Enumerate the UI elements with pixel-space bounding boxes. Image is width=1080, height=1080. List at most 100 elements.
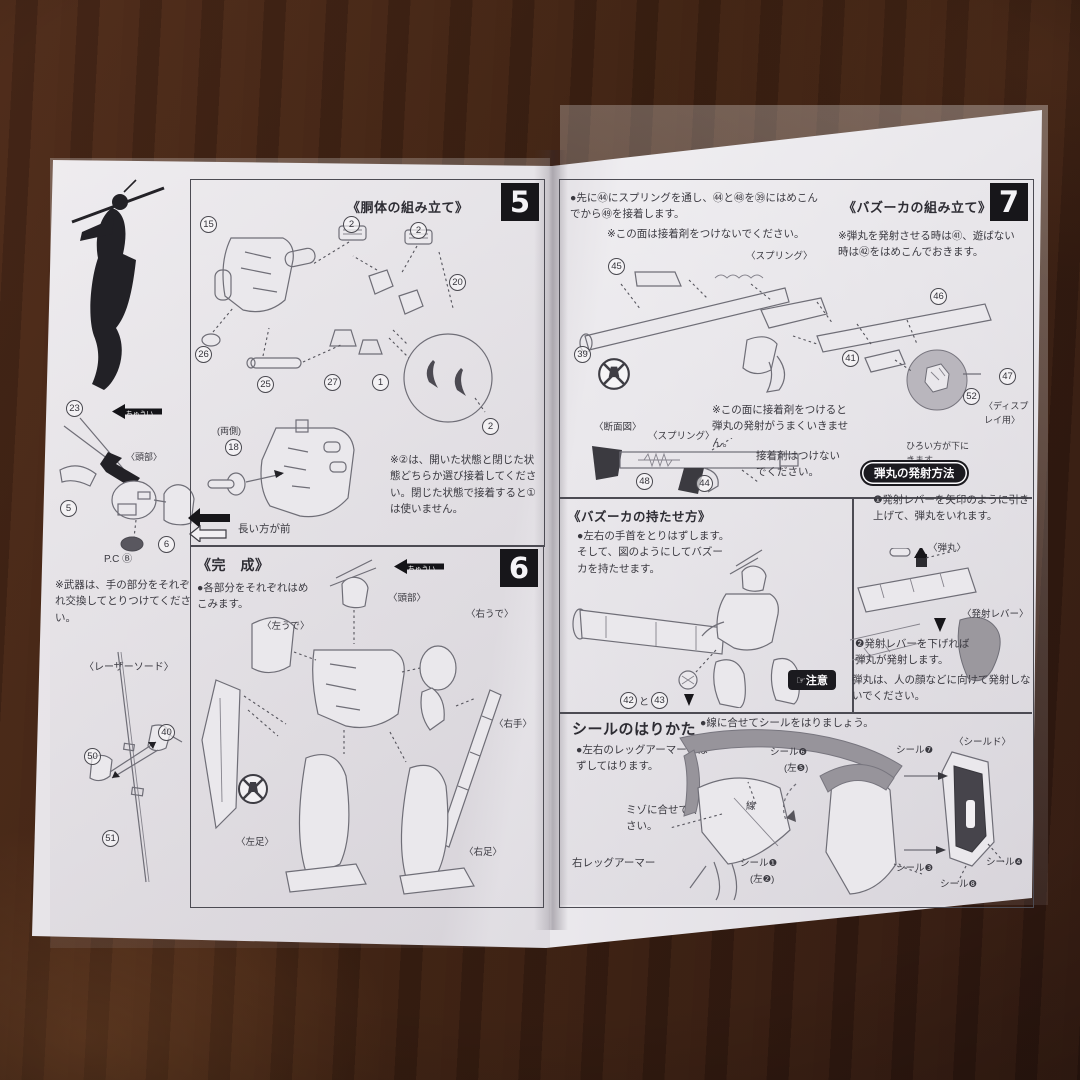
part-callout: 42 xyxy=(620,692,637,709)
cross-section-label: 〈断面図〉 xyxy=(594,422,642,433)
display-use-label: 〈ディスプレイ用〉 xyxy=(984,401,1029,425)
line-label: 線 xyxy=(746,801,756,812)
pc-part-label: P.C Ⓑ xyxy=(104,554,133,565)
part-callout: 50 xyxy=(84,748,101,765)
part-callout: 15 xyxy=(200,216,217,233)
direction-arrows-icon xyxy=(188,508,230,542)
part-callout: 43 xyxy=(651,692,668,709)
part-callout: 5 xyxy=(60,500,77,517)
part-callout: 18 xyxy=(225,439,242,456)
part-callout: 46 xyxy=(930,288,947,305)
head-label: 〈頭部〉 xyxy=(388,593,427,604)
part-callout: 47 xyxy=(999,368,1016,385)
section6-number-plate: 6 xyxy=(500,549,538,587)
section7-step: ●先に㊹にスプリングを通し、㊹と㊽を㊴にはめこんでから㊾を接着します。 xyxy=(570,192,818,221)
right-page-panel xyxy=(559,179,1034,908)
section6-title: 《完 成》 xyxy=(197,557,270,573)
part-callout: 25 xyxy=(257,376,274,393)
shield-label: 〈シールド〉 xyxy=(954,737,1012,748)
robot-holding-bazooka-illustration xyxy=(572,549,800,708)
caution-badge: ☞注意 xyxy=(788,670,836,690)
right-leg-label: 〈右足〉 xyxy=(464,847,503,858)
section5-number-plate: 5 xyxy=(501,183,539,221)
laser-sword-label: 〈レーザーソード〉 xyxy=(84,662,174,673)
glue-warning-note-2: 接着剤はつけないでください。 xyxy=(756,450,840,479)
right-hand-label: 〈右手〉 xyxy=(494,719,533,730)
seal6-label: シール❻ xyxy=(770,747,808,758)
firing-mechanism-illustration xyxy=(850,548,1001,682)
long-side-front-note: 長い方が前 xyxy=(238,523,291,535)
right-leg-armor-label: 右レッグアーマー xyxy=(572,857,656,869)
seal3-label: シール❸ xyxy=(896,863,934,874)
part-callout: 45 xyxy=(608,258,625,275)
sticker-placement-illustration xyxy=(669,729,1005,901)
completed-robot-exploded-illustration xyxy=(201,559,502,895)
wide-side-down-note: ひろい方が下にきます。 xyxy=(906,441,970,465)
section7-number-plate: 7 xyxy=(990,183,1028,221)
section6-instruction: ●各部分をそれぞれはめこみます。 xyxy=(197,582,309,611)
spring-label-2: 〈スプリング〉 xyxy=(648,431,715,442)
firing-step2: ❷発射レバーを下げれば弾丸が発射します。 xyxy=(855,638,970,667)
seal6-sub-label: (左❺) xyxy=(784,763,809,774)
part-callout: 40 xyxy=(158,724,175,741)
part-callout: 2 xyxy=(410,222,427,239)
part-callout: 2 xyxy=(343,216,360,233)
hand-parts-callout: 42 と 43 xyxy=(620,692,668,709)
section7-no-glue-note: ※この面は接着剤をつけないでください。 xyxy=(607,228,805,240)
part-callout: 20 xyxy=(449,274,466,291)
torso-lower-illustration xyxy=(207,419,355,518)
both-sides-label: (両側) xyxy=(217,426,241,436)
seal7-label: シール❼ xyxy=(896,745,934,756)
no-glue-icon xyxy=(238,774,268,804)
part-callout: 23 xyxy=(66,400,83,417)
part-callout: 44 xyxy=(696,475,713,492)
parts-connector: と xyxy=(639,697,649,708)
divider-line xyxy=(852,497,854,712)
stickers-title: シールのはりかた xyxy=(572,721,697,738)
bazooka-cross-section-illustration xyxy=(592,438,799,494)
section6-panel xyxy=(190,545,544,908)
robot-silhouette-illustration xyxy=(71,179,165,390)
seal1-label: シール❶ xyxy=(740,858,778,869)
part-callout: 39 xyxy=(574,346,591,363)
bullet-label: 〈弾丸〉 xyxy=(928,543,967,554)
section5-panel xyxy=(190,179,545,547)
part-callout: 26 xyxy=(195,346,212,363)
part-callout: 1 xyxy=(372,374,389,391)
firing-lever-label: 〈発射レバー〉 xyxy=(962,609,1029,620)
holding-title: 《バズーカの持たせ方》 xyxy=(568,510,712,524)
part-callout: 6 xyxy=(158,536,175,553)
part-callout: 51 xyxy=(102,830,119,847)
seal1-sub-label: (左❷) xyxy=(750,874,775,885)
left-leg-label: 〈左足〉 xyxy=(236,837,275,848)
seal8-label: シール❽ xyxy=(940,879,978,890)
divider-line xyxy=(559,497,1032,499)
glue-warning-note: ※この面に接着剤をつけると弾丸の発射がうまくいきません。 xyxy=(712,404,849,449)
stickers-legarmor-note: ●左右のレッグアーマーをはずしてはります。 xyxy=(576,744,708,773)
part-callout: 48 xyxy=(636,473,653,490)
firing-method-badge: 弾丸の発射方法 xyxy=(862,462,967,484)
section5-title: 《胴体の組み立て》 xyxy=(347,200,469,215)
no-glue-icon xyxy=(598,358,630,390)
part-callout: 2 xyxy=(482,418,499,435)
divider-line xyxy=(559,712,1032,714)
seal4-label: シール❹ xyxy=(986,857,1024,868)
section7-fire-note: ※弾丸を発射させる時は㊶、遊ばない時は㊷をはめこんでおきます。 xyxy=(838,230,1015,259)
head-part-label: 〈頭部〉 xyxy=(126,452,163,462)
stickers-line-note: ●線に合せてシールをはりましょう。 xyxy=(700,717,874,729)
bazooka-exploded-illustration xyxy=(579,271,992,411)
head-assembly-illustration xyxy=(59,417,195,552)
firing-step1: ❶発射レバーを矢印のように引き上げて、弾丸をいれます。 xyxy=(873,494,1030,523)
laser-sword-illustration xyxy=(89,651,183,883)
center-fold xyxy=(534,150,568,930)
section7-title: 《バズーカの組み立て》 xyxy=(843,200,992,215)
holding-instruction: ●左右の手首をとりはずします。そして、図のようにしてバズーカを持たせます。 xyxy=(577,530,730,575)
right-arm-label: 〈右うで〉 xyxy=(466,609,514,620)
firing-caution-text: 弾丸は、人の顔などに向けて発射しないでください。 xyxy=(852,674,1031,703)
left-arm-label: 〈左うで〉 xyxy=(262,621,310,632)
torso-exploded-illustration xyxy=(201,225,493,423)
spring-label: 〈スプリング〉 xyxy=(746,251,813,262)
weapon-swap-note: ※武器は、手の部分をそれぞれ交換してとりつけてください。 xyxy=(55,579,191,624)
part-callout: 41 xyxy=(842,350,859,367)
